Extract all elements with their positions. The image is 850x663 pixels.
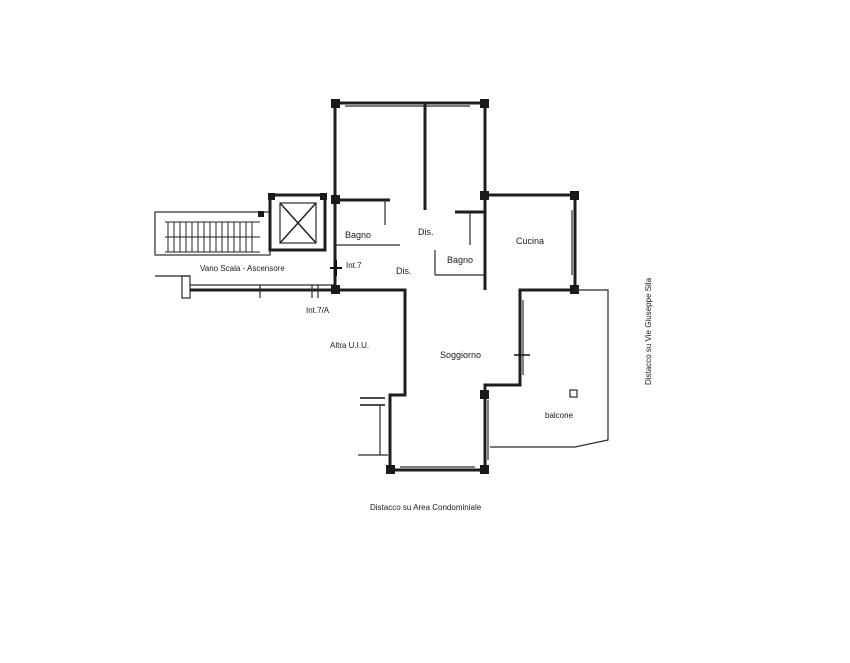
room-label-bagno-right: Bagno (447, 255, 473, 265)
apartment-walls (330, 99, 579, 474)
room-label-dis-upper: Dis. (418, 227, 434, 237)
room-label-dis-lower: Dis. (396, 266, 412, 276)
corridor-walls (190, 284, 335, 298)
stair-steps (165, 221, 260, 253)
label-int7: Int.7 (346, 261, 362, 270)
room-label-soggiorno: Soggiorno (440, 350, 481, 360)
label-int7a: Int.7/A (306, 306, 330, 315)
label-vano-scala: Vano Scala - Ascensore (200, 264, 285, 273)
label-altra-uiu: Altra U.I.U. (330, 341, 369, 350)
annotation-right: Distacco su Vie Giuseppe Sila (644, 277, 653, 385)
balcony (490, 289, 609, 448)
room-label-bagno-left: Bagno (345, 230, 371, 240)
stair-elevator-block (154, 193, 327, 299)
room-label-balcone: balcone (545, 411, 574, 420)
room-label-cucina: Cucina (516, 236, 544, 246)
annotation-bottom: Distacco su Area Condominiale (370, 503, 482, 512)
